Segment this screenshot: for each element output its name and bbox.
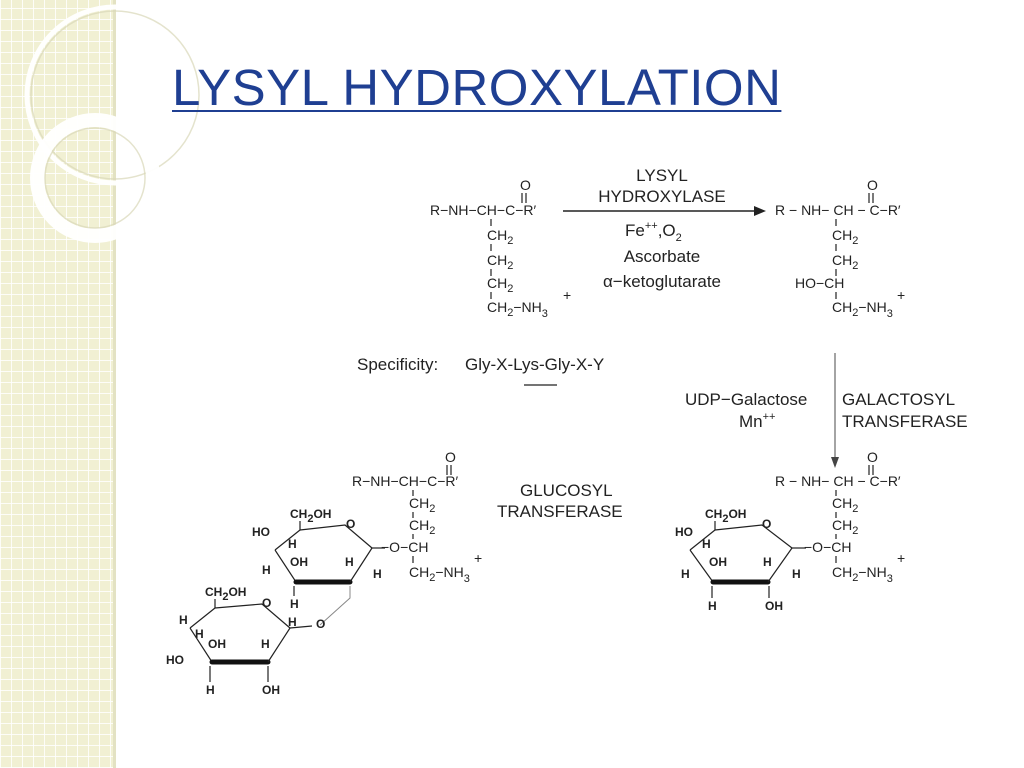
svg-text:+: + [897, 287, 905, 303]
lysine-ch2-b: CH2 [487, 252, 513, 272]
reaction2-labels: UDP−Galactose Mn++ GALACTOSYL TRANSFERAS… [685, 390, 968, 431]
enzyme-galactosyl: GALACTOSYL [842, 390, 955, 409]
svg-text:HO: HO [166, 653, 184, 667]
cofactor-fe-o2: Fe++,O2 [625, 220, 682, 244]
glucose-ring-lower: CH2OH O H HO OH H H H H OH [166, 585, 313, 697]
enzyme-lysyl: LYSYL [636, 166, 688, 185]
svg-text:CH2: CH2 [409, 517, 435, 537]
svg-text:H: H [763, 555, 772, 569]
svg-text:H: H [708, 599, 717, 613]
svg-text:OH: OH [709, 555, 727, 569]
svg-text:CH2OH: CH2OH [290, 507, 331, 525]
lysine-ch2-a: CH2 [487, 227, 513, 247]
enzyme-galactosyl-transferase: TRANSFERASE [842, 412, 968, 431]
svg-text:H: H [261, 637, 270, 651]
svg-text:CH2−NH3: CH2−NH3 [409, 564, 470, 585]
decorative-circles [24, 4, 206, 243]
svg-text:HO: HO [252, 525, 270, 539]
svg-text:H: H [262, 563, 271, 577]
svg-text:CH2: CH2 [832, 495, 858, 515]
svg-text:O: O [445, 449, 456, 465]
enzyme-glucosyl: GLUCOSYL [520, 481, 613, 500]
svg-text:−O−CH: −O−CH [804, 539, 851, 555]
galactose-ring-upper: CH2OH O HO H H OH H H H O [252, 507, 385, 631]
reaction3-labels: GLUCOSYL TRANSFERASE [497, 481, 623, 521]
svg-text:CH2OH: CH2OH [205, 585, 246, 603]
specificity-sequence: Gly-X-Lys-Gly-X-Y [465, 355, 604, 374]
svg-text:CH2−NH3: CH2−NH3 [832, 299, 893, 320]
lysine-amine: CH2−NH3 [487, 299, 548, 320]
glucosyl-galactosyl-hydroxylysine-structure: R−NH−CH−C−R′ O CH2 CH2 −O−CH CH2−NH3 + C… [166, 449, 482, 697]
svg-text:H: H [290, 597, 299, 611]
svg-text:+: + [897, 550, 905, 566]
specificity-lys: Lys [513, 355, 539, 374]
svg-text:−O−CH: −O−CH [381, 539, 428, 555]
svg-text:H: H [206, 683, 215, 697]
svg-text:O: O [316, 617, 325, 631]
svg-text:CH2: CH2 [832, 517, 858, 537]
svg-text:O: O [867, 177, 878, 193]
svg-text:H: H [702, 537, 711, 551]
svg-text:H: H [373, 567, 382, 581]
svg-text:R−NH−CH−C−R′: R−NH−CH−C−R′ [352, 473, 458, 489]
svg-text:H: H [288, 615, 297, 629]
reaction1-labels: LYSYL HYDROXYLASE Fe++,O2 Ascorbate α−ke… [598, 166, 726, 291]
svg-text:CH2: CH2 [832, 252, 858, 272]
lysine-plus: + [563, 287, 571, 303]
donor-mn: Mn++ [739, 411, 775, 431]
galactose-ring: CH2OH O HO H H OH H H H OH [675, 507, 806, 613]
svg-text:OH: OH [765, 599, 783, 613]
page-title: LYSYL HYDROXYLATION [172, 59, 782, 116]
specificity-label: Specificity: [357, 355, 438, 374]
svg-text:OH: OH [208, 637, 226, 651]
svg-text:R − NH− CH − C−R′: R − NH− CH − C−R′ [775, 473, 901, 489]
svg-text:O: O [867, 449, 878, 465]
cofactor-ketoglutarate: α−ketoglutarate [603, 272, 721, 291]
specificity-line: Specificity: Gly-X-Lys-Gly-X-Y [357, 355, 604, 386]
svg-text:CH2OH: CH2OH [705, 507, 746, 525]
svg-text:H: H [179, 613, 188, 627]
svg-text:CH2: CH2 [409, 495, 435, 515]
svg-text:H: H [681, 567, 690, 581]
cofactor-ascorbate: Ascorbate [624, 247, 701, 266]
svg-text:CH2: CH2 [832, 227, 858, 247]
donor-udp-galactose: UDP−Galactose [685, 390, 807, 409]
svg-text:O: O [346, 517, 355, 531]
svg-text:OH: OH [262, 683, 280, 697]
hydroxylysine-ho-ch: HO−CH [795, 275, 844, 291]
enzyme-glucosyl-transferase: TRANSFERASE [497, 502, 623, 521]
hydroxylysine-structure: R − NH− CH − C−R′ O CH2 CH2 HO−CH CH2−NH… [775, 177, 905, 320]
galactosyl-hydroxylysine-structure: R − NH− CH − C−R′ O CH2 CH2 −O−CH CH2−NH… [675, 449, 905, 613]
lysine-structure: R−NH−CH−C−R′ O CH2 CH2 CH2 CH2−NH3 + [430, 177, 571, 320]
lysine-carbonyl-o: O [520, 177, 531, 193]
svg-text:HO: HO [675, 525, 693, 539]
sidebar-edge [113, 0, 116, 768]
svg-text:O: O [262, 596, 271, 610]
svg-text:CH2−NH3: CH2−NH3 [832, 564, 893, 585]
lysine-ch2-c: CH2 [487, 275, 513, 295]
svg-text:H: H [345, 555, 354, 569]
svg-text:O: O [762, 517, 771, 531]
svg-text:OH: OH [290, 555, 308, 569]
hydroxylysine-backbone: R − NH− CH − C−R′ [775, 202, 901, 218]
svg-text:H: H [288, 537, 297, 551]
svg-text:+: + [474, 550, 482, 566]
enzyme-hydroxylase: HYDROXYLASE [598, 187, 726, 206]
lysine-backbone: R−NH−CH−C−R′ [430, 202, 536, 218]
svg-text:H: H [195, 627, 204, 641]
svg-text:H: H [792, 567, 801, 581]
